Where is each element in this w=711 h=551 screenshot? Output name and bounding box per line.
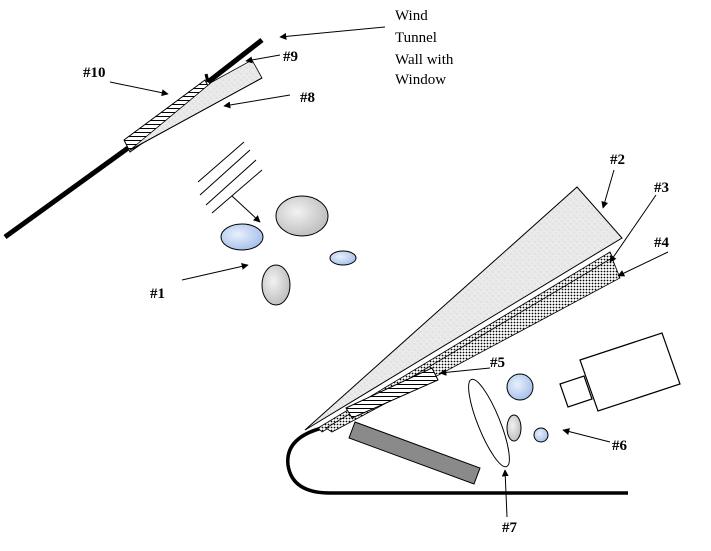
- window-plate-8: [129, 77, 263, 151]
- particle-blue-small: [329, 250, 357, 266]
- bubble-small: [533, 427, 549, 443]
- arrow-wall: [279, 26, 386, 40]
- label-2: #2: [610, 152, 625, 168]
- label-1: #1: [150, 286, 165, 302]
- pointer-arrows: [109, 26, 669, 518]
- dark-plate: [348, 421, 481, 485]
- tunnel-wall-lower: [3, 145, 130, 240]
- label-wall-line1: Wind: [395, 8, 428, 24]
- arrow-2: [601, 169, 615, 209]
- camera-icon: [559, 332, 681, 412]
- tunnel-wall-assembly: [3, 38, 264, 240]
- arrow-3: [609, 194, 657, 263]
- arrow-10: [109, 81, 169, 97]
- label-3: #3: [654, 180, 669, 196]
- arrow-5: [439, 367, 491, 376]
- lens-7: [468, 378, 510, 468]
- label-6: #6: [612, 438, 628, 454]
- labels: Wind Tunnel Wall with Window #9 #8 #10 #…: [83, 8, 670, 536]
- arrow-6: [562, 428, 611, 443]
- bubble-large: [506, 373, 534, 401]
- label-wall-line2: Tunnel: [395, 30, 437, 46]
- window-glass-9: [129, 59, 263, 151]
- tunnel-wall-upper: [206, 38, 264, 84]
- arrow-streak: [231, 195, 261, 223]
- particle-grey-oval: [261, 264, 291, 306]
- curved-tunnel-floor: [286, 426, 628, 495]
- label-wall-line4: Window: [395, 72, 446, 88]
- streak-lines: [197, 141, 263, 214]
- optics-assembly: [286, 186, 681, 495]
- arrow-4: [617, 251, 669, 277]
- particles-1: [220, 195, 357, 306]
- label-7: #7: [502, 520, 518, 536]
- label-8: #8: [300, 90, 315, 106]
- particle-blue-left: [220, 223, 264, 251]
- light-wedge-2: [304, 186, 623, 431]
- wall-step: [204, 73, 210, 83]
- window-frame-10: [123, 79, 213, 153]
- label-wall-line3: Wall with: [395, 52, 454, 68]
- label-9: #9: [283, 49, 298, 65]
- arrow-8: [223, 94, 291, 109]
- label-10: #10: [83, 65, 106, 81]
- hatched-block-5: [345, 367, 439, 419]
- label-5: #5: [490, 355, 505, 371]
- particle-oval-small: [506, 414, 522, 442]
- particle-large-grey: [275, 195, 329, 237]
- arrow-1: [181, 262, 249, 281]
- arrow-9: [245, 54, 281, 64]
- arrow-7: [501, 469, 509, 518]
- label-4: #4: [654, 235, 670, 251]
